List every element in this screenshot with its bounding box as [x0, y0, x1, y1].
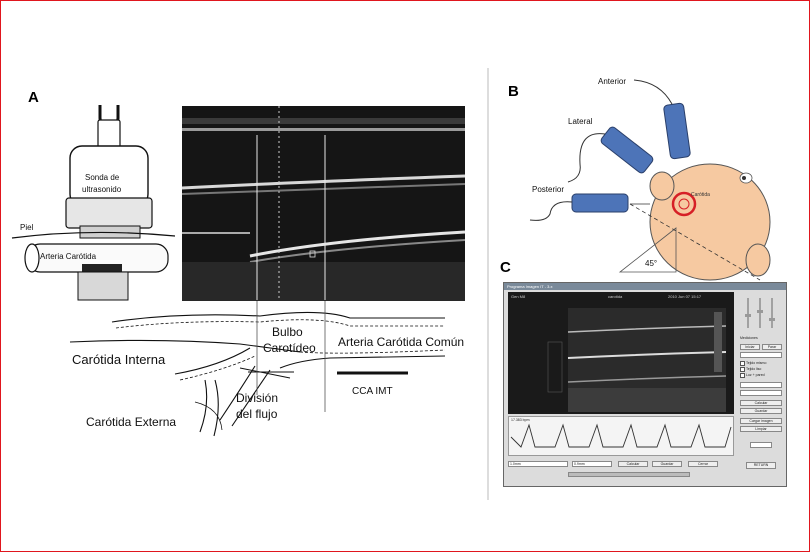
cca-label: Arteria Carótida Común [338, 335, 464, 349]
display-header-left: Gen M8 [511, 294, 526, 299]
ultrasound-image [181, 106, 466, 301]
angle-triangle [618, 227, 677, 273]
carotid-ring [671, 191, 697, 217]
control-panel: Mediciones Iniciar Parar Tejido mismo Te… [738, 292, 784, 478]
posterior-transducer [529, 193, 629, 221]
checkbox-3[interactable] [740, 373, 745, 378]
clear-button[interactable]: Limpiar [740, 426, 782, 432]
ultrasound-scan [547, 308, 727, 412]
bottom-field-1[interactable]: 1.0mm [508, 461, 568, 467]
slider-controls[interactable] [738, 292, 784, 332]
panel-c-software-window: Programa Imagen IT - 3.x Gen M8 carotida… [503, 282, 787, 487]
flow-division-label-line1: División [236, 391, 278, 405]
checkbox-1-label: Tejido mismo [746, 361, 767, 365]
calculate-button[interactable]: Calcular [740, 400, 782, 406]
bottom-calc-button[interactable]: Calcular [618, 461, 648, 467]
measurements-title: Mediciones [740, 336, 758, 340]
stop-measure-button[interactable]: Parar [762, 344, 782, 350]
anterior-label: Anterior [598, 77, 626, 86]
start-measure-button[interactable]: Iniciar [740, 344, 760, 350]
bottom-field-2[interactable]: 0.9mm [572, 461, 612, 467]
display-header-mid: carotida [608, 294, 623, 299]
ultrasound-display: Gen M8 carotida 2010 Jun 07 15:17 [508, 292, 734, 414]
value-field[interactable] [750, 442, 772, 448]
panel-b-letter: B [508, 83, 519, 100]
probe-label-line1: Sonda de [85, 173, 120, 182]
carotid-artery-tube [24, 243, 169, 301]
skin-label: Piel [20, 223, 34, 232]
carotid-inner-ring [678, 198, 690, 210]
probe-label-line2: ultrasonido [82, 185, 122, 194]
carotid-small-label: Carótida [691, 192, 710, 198]
display-header-right: 2010 Jun 07 15:17 [668, 294, 702, 299]
anterior-transducer [633, 79, 691, 160]
checkbox-3-label: Luz + pared [746, 373, 765, 377]
save-button[interactable]: Guardar [740, 408, 782, 414]
ecg-waveform-panel: 17.383 bpm [508, 416, 734, 456]
return-button[interactable]: RETURN [746, 462, 776, 469]
ultrasound-probe [65, 105, 153, 239]
load-image-button[interactable]: Cargar imagen [740, 418, 782, 424]
ecg-waveform [510, 423, 732, 448]
lateral-transducer [567, 126, 654, 183]
panel-c-letter: C [500, 259, 511, 276]
bulb-label-line1: Bulbo [272, 325, 303, 339]
skin-line [11, 231, 176, 239]
cca-imt-label: CCA IMT [352, 386, 393, 397]
panel-a-letter: A [28, 89, 39, 106]
measure-field[interactable] [740, 352, 782, 358]
window-titlebar: Programa Imagen IT - 3.x [504, 283, 786, 290]
lateral-label: Lateral [568, 117, 593, 126]
internal-carotid-label: Carótida Interna [72, 352, 166, 367]
result-field-1[interactable] [740, 382, 782, 388]
artery-label: Arteria Carótida [40, 252, 97, 261]
external-carotid-label: Carótida Externa [86, 415, 176, 429]
flow-division-label-line2: del flujo [236, 407, 278, 421]
result-field-2[interactable] [740, 390, 782, 396]
bottom-toolbar: 1.0mm 0.9mm Calcular Guardar Cerrar [508, 459, 734, 481]
bottom-slider[interactable] [568, 472, 690, 477]
bottom-save-button[interactable]: Guardar [652, 461, 682, 467]
checkbox-1[interactable] [740, 361, 745, 366]
checkbox-2[interactable] [740, 367, 745, 372]
bulb-label-line2: Carotídeo [263, 341, 316, 355]
posterior-label: Posterior [532, 185, 564, 194]
heart-rate-label: 17.383 bpm [511, 418, 530, 422]
angle-label: 45° [645, 259, 657, 268]
bottom-close-button[interactable]: Cerrar [688, 461, 718, 467]
carotid-schematic [69, 301, 446, 437]
checkbox-2-label: Tejido liso [746, 367, 762, 371]
